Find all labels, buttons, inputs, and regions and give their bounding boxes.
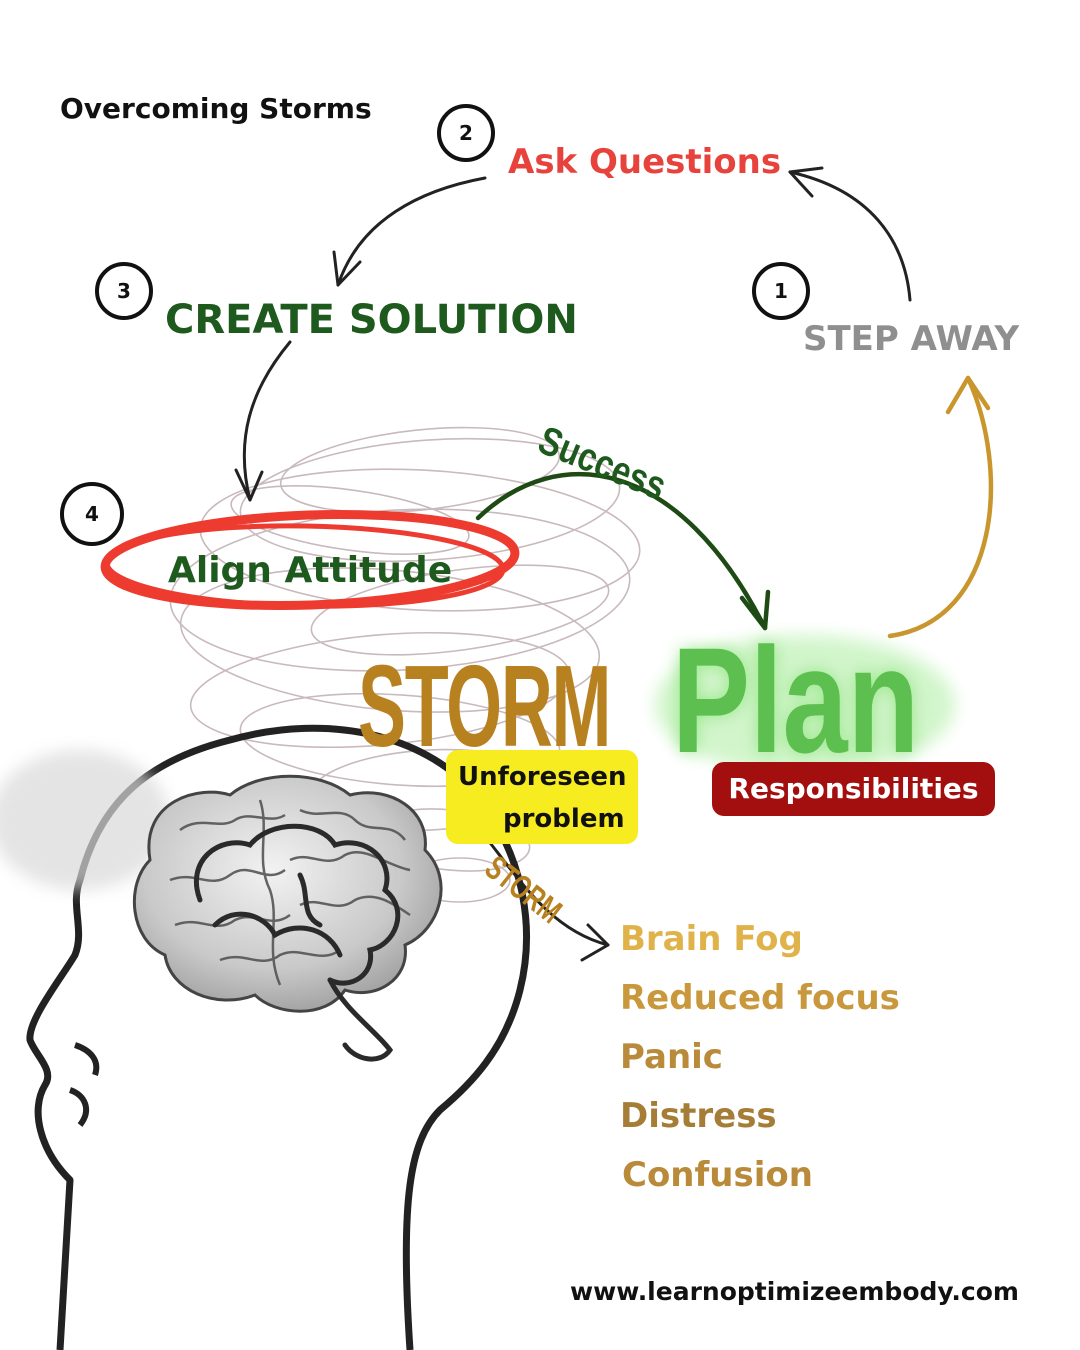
symptom-confusion: Confusion xyxy=(622,1155,813,1195)
storm-word: STORM xyxy=(358,641,611,771)
step-number-2: 2 xyxy=(437,104,495,162)
highlight-ring xyxy=(100,509,520,611)
step-number-3: 3 xyxy=(95,262,153,320)
website-url: www.learnoptimizeembody.com xyxy=(570,1277,1019,1306)
step-align-attitude: Align Attitude xyxy=(168,550,453,591)
step-number-1: 1 xyxy=(752,262,810,320)
plan-to-step-away-arrow xyxy=(887,375,994,639)
responsibilities-badge: Responsibilities xyxy=(712,762,995,816)
storm-swirl xyxy=(169,426,641,903)
symptom-panic: Panic xyxy=(620,1037,723,1077)
unforeseen-problem-badge: Unforeseen problem xyxy=(446,750,638,844)
step-step-away: STEP AWAY xyxy=(803,319,1020,359)
arrow-storm-to-symptoms xyxy=(478,828,610,947)
fog-cloud xyxy=(0,750,170,890)
step-create-solution: CREATE SOLUTION xyxy=(165,297,578,343)
plan-glow xyxy=(655,635,955,775)
symptom-reduced-focus: Reduced focus xyxy=(620,978,900,1018)
nose-line xyxy=(73,1042,100,1076)
cycle-arrows xyxy=(234,166,912,962)
success-arrowhead xyxy=(739,589,771,631)
arrow-create-to-align xyxy=(242,340,292,502)
brain-illustration xyxy=(132,774,443,1062)
lip-line xyxy=(68,1087,90,1127)
arrow-step-away-to-ask xyxy=(788,170,912,302)
symptom-distress: Distress xyxy=(620,1096,777,1136)
step-ask-questions: Ask Questions xyxy=(508,142,782,182)
success-arrow xyxy=(475,472,768,631)
step-number-4: 4 xyxy=(60,482,124,546)
unforeseen-line-2: problem xyxy=(503,804,625,834)
symptom-brain-fog: Brain Fog xyxy=(620,919,803,959)
unforeseen-line-1: Unforeseen xyxy=(458,762,627,792)
arrow-ask-to-create xyxy=(336,176,487,287)
step-away-arrowhead xyxy=(945,375,991,415)
head-outline xyxy=(26,724,530,1350)
page-title: Overcoming Storms xyxy=(60,92,372,125)
responsibilities-label: Responsibilities xyxy=(728,772,979,805)
plan-word: Plan xyxy=(672,616,920,784)
